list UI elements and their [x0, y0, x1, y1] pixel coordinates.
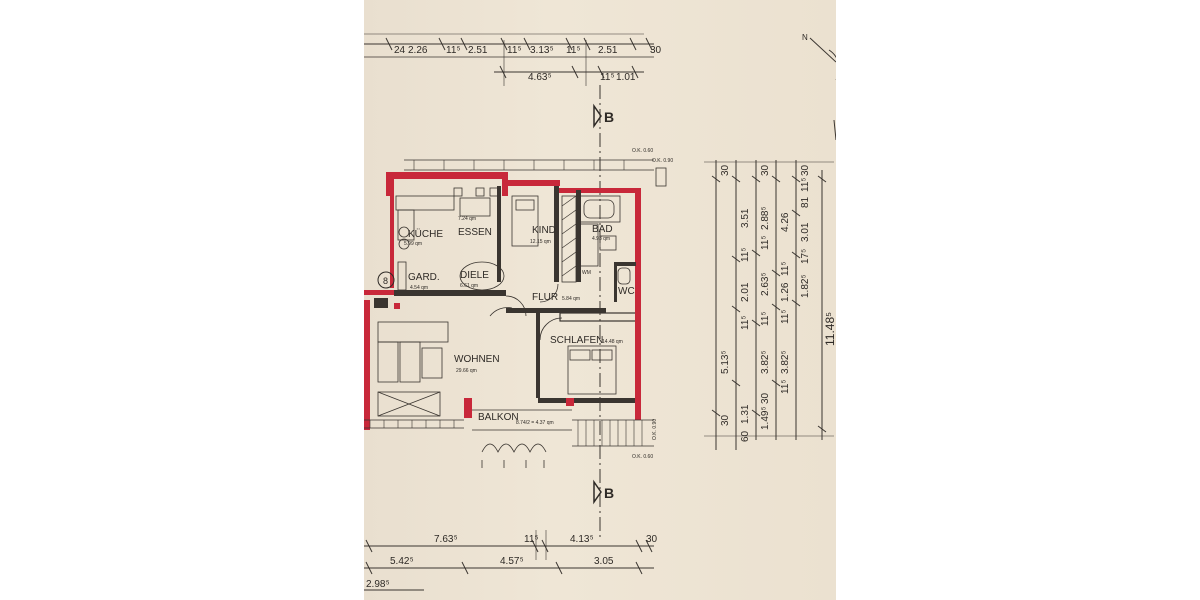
room-balkon-name: BALKON	[478, 412, 519, 423]
dim-bottom-6: 4.57⁵	[500, 556, 524, 567]
dim-right-3-1: 30	[760, 164, 771, 176]
railing-hatch	[364, 159, 654, 447]
room-kueche-area: 5.99 qm	[404, 241, 422, 247]
room-essen-area: 7.24 qm	[458, 216, 476, 222]
dim-right-5-1: 30	[800, 164, 811, 176]
section-label-top: B	[604, 109, 614, 125]
dim-right-3-7: 30	[760, 392, 771, 404]
dim-right-5-3: 81	[800, 196, 811, 208]
room-kind-name: KIND	[532, 225, 556, 236]
dim-top-4: 2.51	[468, 45, 488, 56]
dim-right-2-4: 11⁵	[740, 315, 751, 330]
dim-right-2-5: 1.31	[740, 404, 751, 424]
dim-right-4-6: 11⁵	[780, 379, 791, 394]
dim-right-4-4: 11⁵	[780, 309, 791, 324]
right-dimension-lines	[704, 160, 834, 450]
section-label-bottom: B	[604, 485, 614, 501]
floor-plan-sheet: KÜCHE 5.99 qm 7.24 qm ESSEN KIND 12.15 q…	[364, 0, 836, 600]
north-label: N	[802, 33, 808, 42]
ok-label-bottom-1: O.K. 0.90	[652, 419, 658, 440]
room-balkon-area: 8.74/2 = 4.37 qm	[516, 420, 554, 426]
room-gard-area: 4.54 qm	[410, 285, 428, 291]
dim-top-12: 1.01	[616, 72, 636, 83]
dim-top-6: 3.13⁵	[530, 45, 554, 56]
dim-bottom-7: 3.05	[594, 556, 614, 567]
section-arrow-icon-top	[593, 103, 602, 129]
room-bad-name: BAD	[592, 224, 613, 235]
dim-top-10: 4.63⁵	[528, 72, 552, 83]
room-wohnen-name: WOHNEN	[454, 354, 500, 365]
dim-bottom-3: 4.13⁵	[570, 534, 594, 545]
bottom-dimension-lines	[364, 530, 654, 591]
room-gard-name: GARD.	[408, 272, 440, 283]
dim-right-2-2: 11⁵	[740, 247, 751, 262]
furniture	[377, 187, 631, 468]
dim-bottom-2: 11⁵	[524, 534, 539, 545]
dim-right-6-1: 11.48⁵	[823, 312, 836, 346]
ok-label-top-1: O.K. 0.60	[632, 148, 653, 154]
bottom-dimension-texts: 7.63⁵ 11⁵ 4.13⁵ 30 5.42⁵ 4.57⁵ 3.05 2.98…	[366, 534, 658, 590]
dim-top-2: 2.26	[408, 45, 428, 56]
room-flur-name: FLUR	[532, 292, 558, 303]
room-diele-name: DIELE	[460, 270, 489, 281]
room-bad-area: 4.93 qm	[592, 236, 610, 242]
dim-right-3-3: 11⁵	[760, 235, 771, 250]
room-diele-area: 6.61 qm	[460, 283, 478, 289]
dim-right-4-5: 3.82⁵	[780, 350, 791, 374]
dim-right-3-5: 11⁵	[760, 311, 771, 326]
dim-right-2-3: 2.01	[740, 282, 751, 302]
dim-bottom-4: 30	[646, 534, 658, 545]
dim-right-3-8: 1.49⁵	[760, 406, 771, 430]
unit-number-circle	[377, 271, 395, 289]
dim-right-5-6: 1.82⁵	[800, 274, 811, 298]
unit-number: 8	[383, 276, 388, 286]
dim-top-5: 11⁵	[507, 45, 522, 56]
railing-ticks	[369, 160, 643, 446]
dim-top-11: 11⁵	[600, 72, 615, 83]
dim-top-1: 24	[394, 45, 406, 56]
dim-right-4-3: 1.26	[780, 282, 791, 302]
right-dimension-texts: 30 5.13⁵ 30 3.51 11⁵ 2.01 11⁵ 1.31 60 30…	[720, 164, 836, 442]
room-wc-name: WC	[618, 286, 635, 297]
room-kind-area: 12.15 qm	[530, 239, 551, 245]
top-dimension-lines	[364, 33, 654, 86]
dim-right-3-2: 2.88⁵	[760, 206, 771, 230]
room-schlafen-name: SCHLAFEN	[550, 335, 603, 346]
dim-right-2-6: 60	[740, 430, 751, 442]
dim-bottom-5: 5.42⁵	[390, 556, 414, 567]
dim-right-5-2: 11⁵	[800, 177, 811, 192]
dim-bottom-1: 7.63⁵	[434, 534, 458, 545]
top-dimension-texts: 24 2.26 11⁵ 2.51 11⁵ 3.13⁵ 11⁵ 2.51 30 4…	[394, 45, 662, 83]
dim-right-2-1: 3.51	[740, 208, 751, 228]
room-labels: KÜCHE 5.99 qm 7.24 qm ESSEN KIND 12.15 q…	[383, 33, 808, 501]
dim-right-4-1: 4.26	[780, 212, 791, 232]
dim-top-8: 2.51	[598, 45, 618, 56]
room-wm-name: WM	[582, 270, 591, 276]
plan-walls	[364, 172, 641, 430]
dim-right-1-3: 30	[720, 414, 731, 426]
dim-top-7: 11⁵	[566, 45, 581, 56]
section-arrow-icon-bottom	[593, 479, 602, 505]
room-essen-name: ESSEN	[458, 227, 492, 238]
dim-right-3-4: 2.63⁵	[760, 272, 771, 296]
dim-right-5-4: 3.01	[800, 222, 811, 242]
dim-top-3: 11⁵	[446, 45, 461, 56]
room-flur-area: 5.84 qm	[562, 296, 580, 302]
dim-right-5-5: 17⁵	[800, 249, 811, 264]
north-arrow-icon	[809, 37, 836, 141]
ok-label-bottom-2: O.K. 0.60	[632, 454, 653, 460]
dim-right-3-6: 3.82⁵	[760, 350, 771, 374]
room-schlafen-area: 14.48 qm	[602, 339, 623, 345]
dim-top-9: 30	[650, 45, 662, 56]
room-kueche-name: KÜCHE	[408, 228, 443, 240]
room-wohnen-area: 29.66 qm	[456, 368, 477, 374]
dim-right-1-1: 30	[720, 164, 731, 176]
dim-bottom-8: 2.98⁵	[366, 579, 390, 590]
dim-right-1-2: 5.13⁵	[720, 350, 731, 374]
dim-right-4-2: 11⁵	[780, 261, 791, 276]
floor-plan-drawing: KÜCHE 5.99 qm 7.24 qm ESSEN KIND 12.15 q…	[364, 33, 836, 591]
ok-label-top-2: O.K. 0.90	[652, 158, 673, 164]
